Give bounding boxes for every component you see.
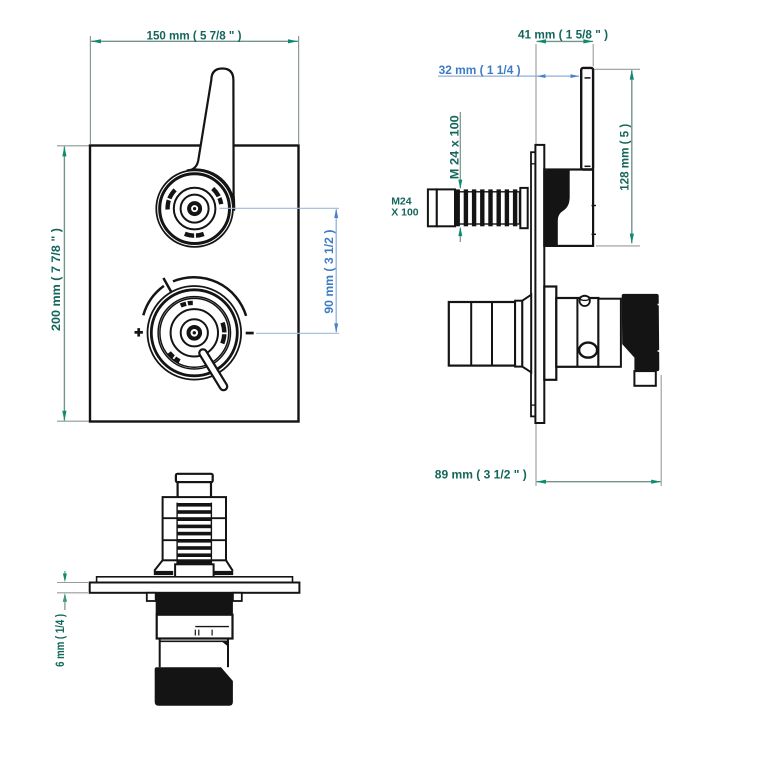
svg-text:M24: M24 [391, 196, 412, 208]
svg-text:128 mm ( 5 ): 128 mm ( 5 ) [618, 124, 632, 191]
svg-text:200 mm ( 7 7/8 " ): 200 mm ( 7 7/8 " ) [49, 228, 63, 331]
svg-text:41 mm ( 1 5/8 " ): 41 mm ( 1 5/8 " ) [518, 27, 608, 41]
svg-text:90 mm ( 3 1/2 ): 90 mm ( 3 1/2 ) [322, 230, 336, 314]
svg-text:32 mm ( 1 1/4 ): 32 mm ( 1 1/4 ) [439, 63, 521, 77]
svg-text:6 mm ( 1/4 ): 6 mm ( 1/4 ) [53, 614, 67, 667]
svg-text:X 100: X 100 [391, 207, 419, 219]
svg-text:89 mm ( 3 1/2 " ): 89 mm ( 3 1/2 " ) [435, 467, 527, 481]
svg-text:M 24 x 100: M 24 x 100 [449, 115, 461, 179]
svg-text:150 mm ( 5 7/8 " ): 150 mm ( 5 7/8 " ) [147, 28, 242, 42]
